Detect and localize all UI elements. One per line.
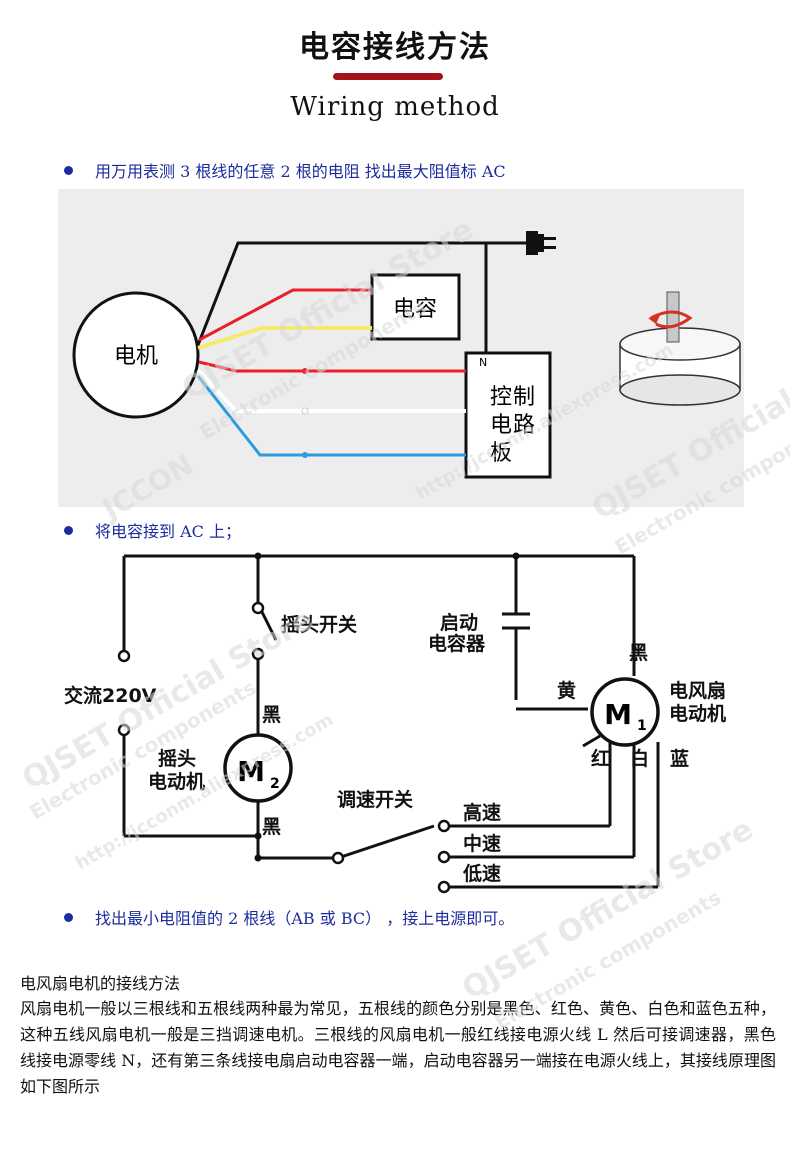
wire-red-label: 红	[591, 747, 610, 770]
motor-circle	[72, 291, 200, 419]
wire-red-board	[198, 360, 466, 373]
diagram-1: 电机 电容 N 控 制 电 路 板	[72, 231, 741, 479]
wire-red-cap	[198, 288, 372, 342]
control-board-char: 控	[490, 385, 512, 410]
neutral-label: N	[479, 356, 487, 369]
wire-yellow-label: 黄	[557, 679, 576, 702]
speed-mid-label: 中速	[463, 832, 501, 855]
plug-icon	[526, 231, 556, 255]
ac-label: 交流220V	[64, 684, 157, 707]
swing-motor-label: 电动机	[148, 770, 205, 793]
wire-blue-label: 蓝	[670, 747, 689, 770]
control-board-char: 制	[513, 385, 535, 410]
step-3-text: 找出最小电阻值的 2 根线（AB 或 BC） ，接上电源即可。	[95, 909, 515, 928]
speed-high-label: 高速	[463, 801, 501, 824]
capacitor-label: 电容	[393, 297, 437, 322]
step-1: 用万用表测 3 根线的任意 2 根的电阻 找出最大阻值标 AC	[64, 158, 506, 182]
wire-black-label: 黑	[262, 704, 281, 726]
speed-low-label: 低速	[462, 862, 501, 885]
step-3: 找出最小电阻值的 2 根线（AB 或 BC） ，接上电源即可。	[64, 905, 514, 929]
fan-motor-label: 电风扇	[669, 679, 726, 702]
wire-black-label: 黑	[629, 642, 648, 664]
m1-label: M	[604, 698, 632, 731]
motor-label: 电机	[114, 344, 158, 369]
paragraph-body: 风扇电机一般以三根线和五根线两种最为常见，五根线的颜色分别是黑色、红色、黄色、白…	[20, 999, 776, 1096]
start-capacitor-label: 启动	[440, 611, 478, 634]
swing-switch-label: 摇头开关	[281, 613, 357, 636]
page-subtitle: Wiring method	[290, 92, 500, 122]
fan-motor-label: 电动机	[669, 702, 726, 725]
step-2-text: 将电容接到 AC 上；	[95, 522, 241, 541]
m1-sub: 1	[637, 718, 647, 734]
title-underline	[333, 73, 443, 80]
wire-white-label: 白	[630, 747, 649, 770]
bullet-icon	[64, 525, 73, 535]
step-1-text: 用万用表测 3 根线的任意 2 根的电阻 找出最大阻值标 AC	[95, 162, 506, 181]
fan-motor-circle	[590, 677, 660, 747]
wire-white	[196, 368, 466, 413]
paragraph-title: 电风扇电机的接线方法	[20, 974, 181, 993]
speed-switch-label: 调速开关	[337, 788, 413, 811]
wire-black-label: 黑	[262, 816, 281, 838]
start-capacitor-label: 电容器	[428, 632, 486, 655]
diagram-2: M 2 M 1 交流220V 摇头开关 启动 电容器 黑 黑 摇头 电动机 黑 …	[64, 552, 726, 894]
page-title: 电容接线方法	[299, 30, 491, 65]
m2-label: M	[237, 755, 265, 788]
wire-blue	[196, 375, 466, 457]
capacitor-box	[370, 273, 461, 341]
control-board-char: 电	[490, 413, 512, 438]
step-2: 将电容接到 AC 上；	[64, 518, 241, 542]
swing-motor-circle	[223, 733, 293, 803]
control-board-char: 板	[490, 441, 512, 466]
swing-motor-label: 摇头	[158, 747, 196, 770]
bullet-icon	[64, 165, 73, 175]
capacitor-photo	[619, 291, 741, 406]
m2-sub: 2	[270, 776, 280, 792]
wire-black	[196, 241, 488, 355]
control-board-char: 路	[513, 413, 535, 438]
control-board-box	[464, 351, 552, 479]
bullet-icon	[64, 912, 73, 922]
wire-yellow	[197, 326, 372, 350]
